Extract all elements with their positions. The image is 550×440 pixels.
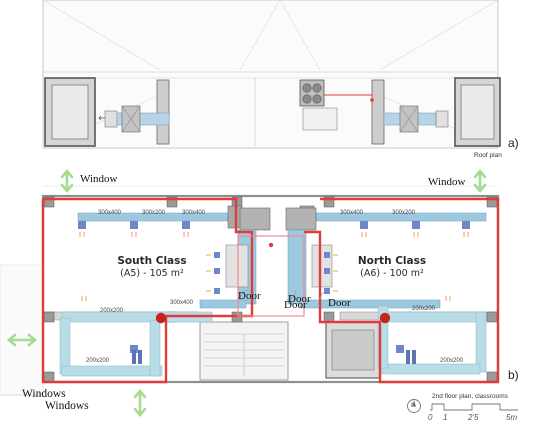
roof-panel-label: a) — [508, 136, 519, 150]
room-code-area: (A6) - 100 m² — [360, 267, 424, 279]
room-label-north: North Class (A6) - 100 m² — [346, 256, 438, 278]
door-label-2: Door — [288, 293, 311, 305]
duct-size-label: 300x400 — [98, 210, 122, 216]
window-label-top-right: Window — [428, 176, 466, 188]
windows-label-1: Windows — [22, 388, 66, 400]
scale-bar — [407, 399, 518, 413]
windows-label-2: Windows — [45, 400, 89, 412]
room-name: South Class — [117, 255, 187, 267]
duct-size-label: 200x200 — [86, 358, 110, 364]
scale-tick-1: 1 — [443, 413, 448, 422]
duct-size-label: 200x200 — [440, 358, 464, 364]
scale-tick-0: 0 — [428, 413, 433, 422]
vertical-shaft-south — [155, 312, 167, 324]
door-label-3: Door — [284, 299, 307, 311]
zone-boundaries — [41, 197, 500, 384]
vertical-shaft-north — [379, 312, 391, 324]
window-label-top-left: Window — [80, 173, 118, 185]
duct-size-label: 300x400 — [340, 210, 364, 216]
room-code-area: (A5) - 105 m² — [120, 267, 184, 279]
floor-plan — [0, 185, 500, 396]
duct-size-label: 300x200 — [392, 210, 416, 216]
door-label-1: Door — [238, 290, 261, 302]
supply-ducts-south — [59, 205, 271, 377]
room-name: North Class — [357, 255, 427, 267]
supply-ducts-north — [285, 205, 487, 375]
roof-ahu-right — [383, 105, 449, 133]
roof-plan-caption: Roof plan — [474, 152, 502, 159]
floor-panel-label: b) — [508, 368, 519, 382]
scale-tick-3: 5m — [506, 413, 518, 422]
duct-size-label: 200x200 — [100, 308, 124, 314]
return-grilles — [132, 350, 416, 364]
duct-size-label: 300x400 — [182, 210, 206, 216]
duct-size-label: 200x200 — [412, 306, 436, 312]
floor-plan-caption: 2nd floor plan, classrooms — [432, 393, 508, 400]
roof-heat-pump-unit — [299, 79, 374, 131]
duct-size-label: 300x200 — [142, 210, 166, 216]
north-arrow-icon — [407, 399, 421, 413]
roof-plan — [42, 0, 501, 149]
door-label-4: Door — [328, 297, 351, 309]
window-arrows — [6, 168, 487, 418]
duct-size-label: 300x400 — [170, 300, 194, 306]
scale-tick-2: 2'5 — [468, 413, 479, 422]
roof-ahu-left — [98, 105, 170, 133]
room-label-south: South Class (A5) - 105 m² — [104, 256, 200, 278]
ceiling-diffusers — [78, 221, 470, 353]
north-label: N — [411, 403, 416, 409]
